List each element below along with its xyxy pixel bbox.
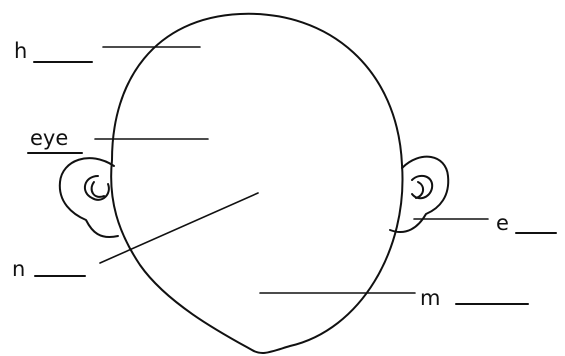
head-outline xyxy=(111,14,402,353)
leader-line-n xyxy=(100,193,258,263)
label-n: n xyxy=(12,257,25,281)
label-eye: eye xyxy=(30,126,68,150)
label-m: m xyxy=(420,286,440,310)
label-e: e xyxy=(496,211,509,235)
left-ear xyxy=(60,158,118,237)
label-h: h xyxy=(14,39,27,63)
